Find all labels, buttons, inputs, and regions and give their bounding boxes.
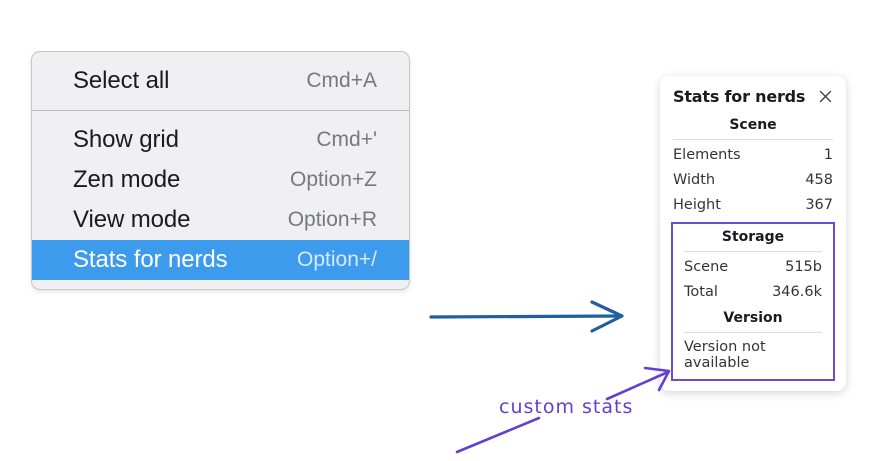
stats-panel-title: Stats for nerds bbox=[673, 87, 806, 106]
menu-item-label: Select all bbox=[73, 67, 170, 94]
menu-group-2: Show grid Cmd+' Zen mode Option+Z View m… bbox=[32, 111, 409, 289]
stats-section-scene: Scene Elements 1 Width 458 Height 367 bbox=[673, 112, 833, 218]
stats-row-value: 1 bbox=[823, 147, 833, 163]
stats-row-value: 458 bbox=[805, 172, 833, 189]
section-divider bbox=[684, 332, 822, 334]
menu-separator bbox=[32, 110, 409, 111]
menu-item-label: Show grid bbox=[73, 126, 179, 153]
custom-stats-highlight-box: Storage Scene 515b Total 346.6k Version … bbox=[671, 222, 835, 382]
blue-arrow-annotation bbox=[429, 300, 624, 333]
stats-row-label: Elements bbox=[673, 147, 741, 163]
menu-item-shortcut: Option+R bbox=[287, 208, 377, 231]
stats-row-value: 515b bbox=[785, 259, 822, 276]
stats-section-title: Storage bbox=[721, 229, 785, 246]
stats-row-label: Height bbox=[673, 197, 721, 214]
purple-arrow-tail bbox=[455, 416, 541, 454]
stats-section-title: Version bbox=[723, 310, 783, 327]
menu-item-shortcut: Option+Z bbox=[290, 168, 377, 191]
menu-item-shortcut: Option+/ bbox=[297, 248, 377, 271]
stats-row-width: Width 458 bbox=[673, 168, 833, 193]
stats-panel-header: Stats for nerds bbox=[660, 76, 846, 112]
stats-row-label: Total bbox=[684, 284, 718, 301]
menu-item-stats-for-nerds[interactable]: Stats for nerds Option+/ bbox=[32, 240, 409, 280]
stats-row-height: Height 367 bbox=[673, 193, 833, 218]
context-menu[interactable]: Select all Cmd+A Show grid Cmd+' Zen mod… bbox=[31, 51, 410, 290]
stats-row-value: 367 bbox=[805, 197, 833, 214]
stats-row-scene-storage: Scene 515b bbox=[684, 255, 822, 280]
version-not-available-text: Version not available bbox=[684, 339, 766, 372]
stats-section-title: Scene bbox=[729, 117, 777, 133]
menu-item-label: Zen mode bbox=[73, 166, 181, 193]
stats-row-label: Width bbox=[673, 172, 716, 189]
section-divider bbox=[684, 251, 822, 253]
stats-section-version: Version Version not available bbox=[684, 305, 822, 373]
menu-item-view-mode[interactable]: View mode Option+R bbox=[32, 200, 409, 240]
menu-item-shortcut: Cmd+A bbox=[306, 69, 377, 92]
stats-for-nerds-panel: Stats for nerds Scene Elements 1 Width 4… bbox=[660, 76, 846, 392]
menu-group-1: Select all Cmd+A bbox=[32, 52, 409, 110]
stats-row-elements: Elements 1 bbox=[673, 143, 833, 168]
menu-item-shortcut: Cmd+' bbox=[316, 128, 377, 151]
menu-item-show-grid[interactable]: Show grid Cmd+' bbox=[32, 120, 409, 160]
close-icon[interactable] bbox=[817, 88, 834, 105]
stats-section-storage: Storage Scene 515b Total 346.6k bbox=[684, 224, 822, 305]
stats-row-value: 346.6k bbox=[772, 284, 822, 301]
menu-item-select-all[interactable]: Select all Cmd+A bbox=[32, 61, 409, 101]
stats-row-label: Scene bbox=[684, 259, 729, 276]
custom-stats-annotation-label: custom stats bbox=[499, 396, 634, 418]
section-divider bbox=[673, 139, 833, 140]
stats-row-total-storage: Total 346.6k bbox=[684, 280, 822, 305]
menu-item-label: View mode bbox=[73, 206, 191, 233]
stats-panel-body: Scene Elements 1 Width 458 Height 367 St… bbox=[660, 112, 846, 382]
menu-item-label: Stats for nerds bbox=[73, 246, 228, 273]
menu-item-zen-mode[interactable]: Zen mode Option+Z bbox=[32, 160, 409, 200]
